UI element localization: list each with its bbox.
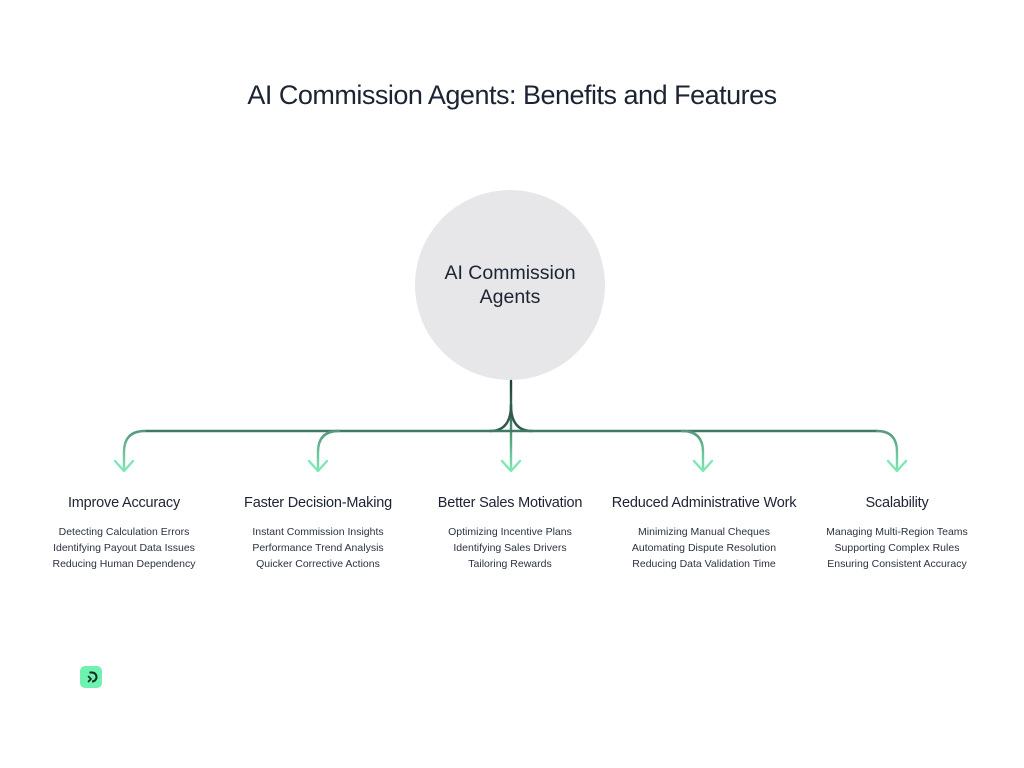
connector-shoulder-right: [509, 403, 534, 433]
branch-item: Optimizing Incentive Plans: [448, 526, 572, 538]
branch-item: Automating Dispute Resolution: [631, 542, 777, 554]
branch-item: Ensuring Consistent Accuracy: [827, 558, 967, 570]
branch-item: Quicker Corrective Actions: [256, 558, 380, 570]
branch-scalability: Scalability Managing Multi-Region Teams …: [797, 495, 997, 572]
branch-reduced-administrative-work: Reduced Administrative Work Minimizing M…: [604, 495, 804, 572]
branch-title: Scalability: [865, 495, 929, 511]
connector-drop-5: [875, 429, 899, 472]
branch-title: Faster Decision-Making: [244, 495, 392, 511]
branch-title: Reduced Administrative Work: [611, 495, 797, 511]
branch-item: Tailoring Rewards: [468, 558, 552, 570]
branch-faster-decision-making: Faster Decision-Making Instant Commissio…: [218, 495, 418, 572]
branch-better-sales-motivation: Better Sales Motivation Optimizing Incen…: [410, 495, 610, 572]
branch-item: Detecting Calculation Errors: [58, 526, 190, 538]
branch-item: Identifying Sales Drivers: [453, 542, 567, 554]
connector-drop-1: [122, 429, 147, 472]
connector-shoulder-left: [488, 403, 513, 433]
branch-item: Supporting Complex Rules: [834, 542, 960, 554]
branch-item: Reducing Data Validation Time: [632, 558, 776, 570]
branch-title: Better Sales Motivation: [437, 495, 583, 511]
arrowhead-icon: [113, 459, 135, 473]
branch-item: Managing Multi-Region Teams: [826, 526, 968, 538]
branch-item: Minimizing Manual Cheques: [638, 526, 770, 538]
branch-title: Improve Accuracy: [67, 495, 181, 511]
connector-drop-4: [680, 429, 705, 472]
page-title: AI Commission Agents: Benefits and Featu…: [247, 80, 777, 110]
central-node: AI Commission Agents: [415, 190, 605, 380]
logo-glyph-icon: [87, 671, 98, 683]
branch-item: Performance Trend Analysis: [252, 542, 384, 554]
branch-improve-accuracy: Improve Accuracy Detecting Calculation E…: [24, 495, 224, 572]
arrowhead-icon: [500, 459, 522, 473]
central-node-label: AI Commission Agents: [444, 262, 576, 308]
brand-logo-icon: [80, 666, 102, 688]
arrowhead-icon: [886, 459, 908, 473]
arrowhead-icon: [307, 459, 329, 473]
branch-item: Reducing Human Dependency: [52, 558, 196, 570]
branch-item: Identifying Payout Data Issues: [53, 542, 195, 554]
connector-drop-2: [316, 429, 341, 472]
arrowhead-icon: [692, 459, 714, 473]
branch-item: Instant Commission Insights: [252, 526, 384, 538]
